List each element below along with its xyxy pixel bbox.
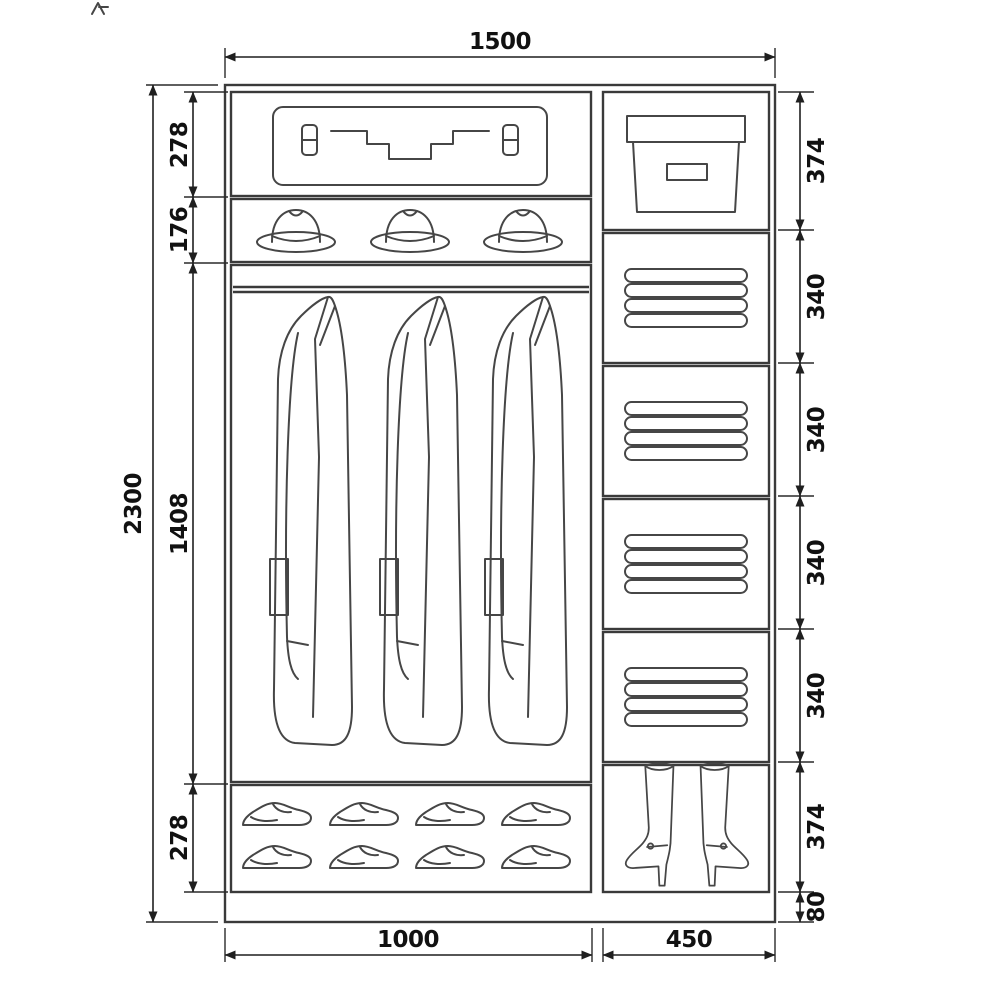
dim-right-section-7: 80	[804, 891, 830, 922]
compartment-hats	[229, 197, 593, 264]
dim-right-section-6: 374	[804, 804, 830, 851]
boot-drawing	[624, 762, 750, 887]
dimension-right-sections: 374 340 340 340 340 374 80	[778, 91, 830, 923]
shoe-icon	[242, 802, 571, 869]
wardrobe-frame	[223, 83, 777, 924]
dim-right-section-4: 340	[804, 540, 830, 587]
folded-linen-drawing	[624, 268, 748, 328]
compartment-box	[601, 90, 771, 232]
dimension-overall-width: 1500	[224, 29, 776, 78]
dimension-left-sections: 278 176 1408 278	[167, 91, 228, 893]
dim-left-section-4: 278	[167, 815, 193, 862]
dim-right-section-1: 374	[804, 138, 830, 185]
hat-icon	[370, 209, 450, 253]
dim-right-section-5: 340	[804, 673, 830, 720]
dimension-bottom-widths: 1000 450	[224, 927, 776, 962]
compartment-linen-2	[601, 364, 771, 498]
dim-right-section-2: 340	[804, 274, 830, 321]
stray-mark	[91, 2, 109, 15]
folded-linen-drawing	[624, 667, 748, 727]
hat-icon	[256, 209, 336, 253]
compartment-coats	[229, 263, 593, 784]
storage-box-drawing	[626, 115, 746, 213]
dim-left-section-2: 176	[167, 207, 193, 254]
coat-drawing	[484, 295, 568, 746]
dim-left-section-3: 1408	[167, 493, 193, 555]
folded-linen-drawing	[624, 534, 748, 594]
compartment-linen-1	[601, 231, 771, 365]
suitcase-drawing	[272, 106, 548, 186]
dim-left-section-1: 278	[167, 122, 193, 169]
compartment-linen-3	[601, 497, 771, 631]
compartment-boots	[601, 763, 771, 894]
hat-icon	[483, 209, 563, 253]
dim-overall-height-label: 2300	[121, 473, 147, 535]
compartment-suitcase	[229, 90, 593, 198]
dim-left-column-width: 1000	[377, 927, 439, 953]
folded-linen-drawing	[624, 401, 748, 461]
dim-right-column-width: 450	[666, 927, 713, 953]
coat-drawing	[379, 295, 463, 746]
dim-overall-width-label: 1500	[469, 29, 531, 55]
coat-drawing	[269, 295, 353, 746]
compartment-shoes	[229, 783, 593, 894]
dimension-overall-height: 2300	[121, 84, 218, 923]
compartment-linen-4	[601, 630, 771, 764]
dim-right-section-3: 340	[804, 407, 830, 454]
